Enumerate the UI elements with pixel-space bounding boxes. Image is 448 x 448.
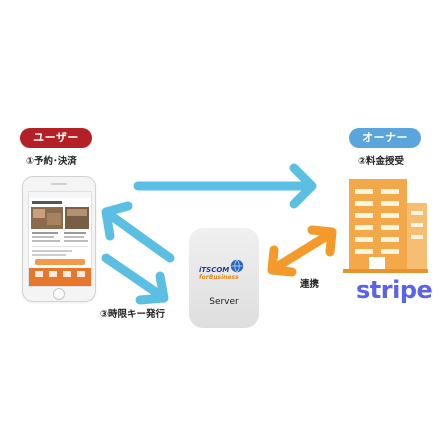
phone-speaker (51, 183, 67, 185)
link-label: 連携 (300, 279, 320, 290)
stripe-logo: stripe (356, 276, 433, 304)
user-role-badge: ユーザー (20, 128, 92, 148)
globe-icon (230, 259, 244, 273)
server-label: Server (209, 297, 239, 307)
itscom-logo-main: iTSCOM (199, 266, 230, 274)
issue-key-arrow (101, 253, 169, 305)
step-issue-key-label: ③時限キー発行 (100, 309, 166, 320)
server-to-phone-arrow (101, 201, 175, 263)
link-arrow (267, 225, 337, 277)
owner-role-badge: オーナー (349, 128, 421, 148)
building-icon (343, 179, 428, 273)
phone-screen (28, 191, 92, 287)
itscom-logo-sub: forBusiness (199, 274, 239, 281)
server-icon (189, 228, 259, 328)
booking-app-screen-illustration (29, 192, 91, 286)
phone-home-button (53, 288, 65, 300)
reserve-pay-arrow (133, 163, 317, 209)
step-receive-fee-label: ②料金授受 (358, 156, 405, 167)
step-reserve-pay-label: ①予約･決済 (26, 156, 77, 167)
itscom-logo: iTSCOM forBusiness (199, 266, 239, 282)
smartphone-icon (22, 176, 96, 302)
